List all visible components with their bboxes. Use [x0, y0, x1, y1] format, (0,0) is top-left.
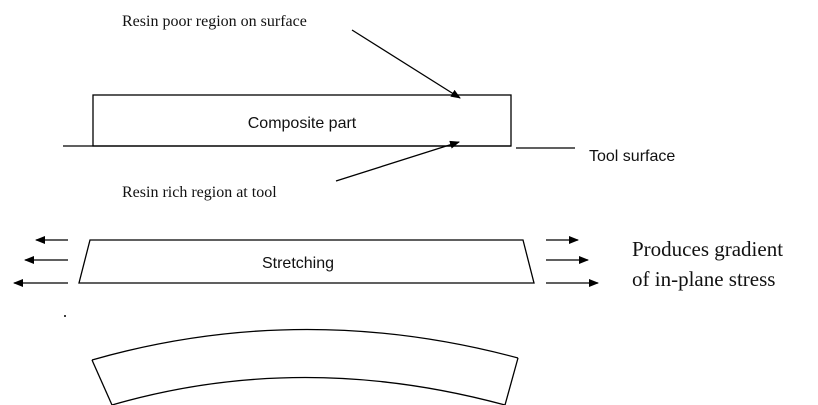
produces-line1: Produces gradient	[632, 237, 783, 261]
stray-dot	[64, 315, 66, 317]
stretching-trapezoid	[78, 239, 535, 284]
warped-part-bottom-curve	[111, 376, 506, 405]
resin-rich-arrow	[335, 140, 460, 182]
resin-poor-label: Resin poor region on surface	[122, 13, 307, 30]
resin-rich-label: Resin rich region at tool	[122, 184, 277, 201]
resin-poor-arrow	[351, 29, 461, 99]
tool-surface-label: Tool surface	[589, 148, 675, 165]
produces-line2: of in-plane stress	[632, 267, 775, 291]
warped-part-left-edge	[91, 359, 113, 405]
stretching-label: Stretching	[262, 255, 334, 272]
warped-part-top-curve	[91, 328, 519, 361]
composite-part-label: Composite part	[248, 115, 357, 132]
warped-part-right-edge	[504, 357, 519, 405]
